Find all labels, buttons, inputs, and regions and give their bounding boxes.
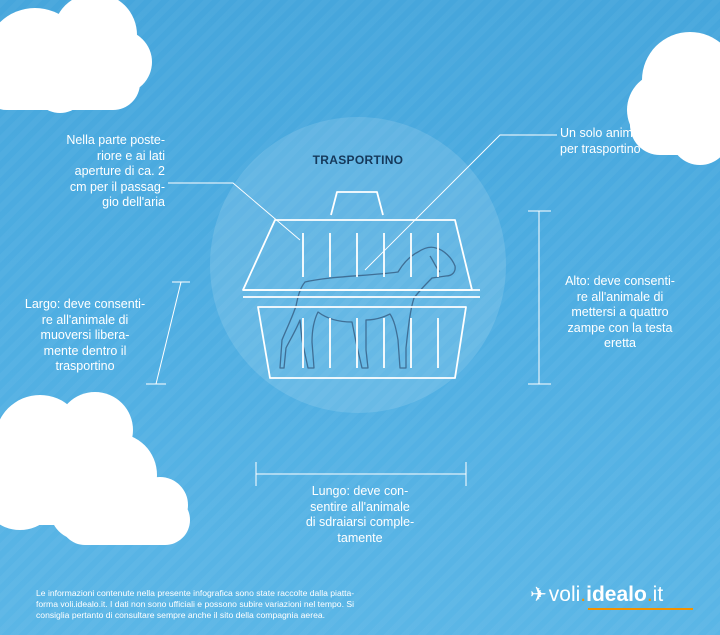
- label-largo: Largo: deve consenti- re all'animale di …: [24, 297, 146, 373]
- carrier-bottom: [257, 306, 467, 379]
- dog-silhouette: [279, 246, 456, 369]
- cloud-top-left: [0, 0, 152, 113]
- label-solo-animale: Un solo animale per trasportino: [560, 126, 650, 156]
- logo-dot-1: .: [580, 583, 587, 606]
- airplane-icon: ✈: [530, 584, 547, 606]
- dimension-markers: [146, 210, 551, 486]
- carrier-bars: [302, 233, 439, 368]
- footer-disclaimer: Le informazioni contenute nella presente…: [36, 588, 355, 620]
- marker-alto: [528, 210, 551, 385]
- logo: ✈voli.idealo.it: [530, 583, 700, 611]
- marker-lungo: [255, 462, 467, 486]
- cloud-bottom-left-2: [50, 433, 190, 545]
- carrier-outline: [242, 191, 480, 379]
- carrier-handle: [330, 191, 384, 216]
- logo-brand: idealo: [586, 583, 647, 606]
- cloud-top-right: [627, 32, 720, 165]
- pointer-lines: [168, 134, 557, 271]
- pointer-aperture: [168, 182, 301, 241]
- logo-prefix: voli: [548, 583, 581, 606]
- pointer-solo-animale: [364, 134, 557, 271]
- label-lungo: Lungo: deve con- sentire all'animale di …: [305, 484, 415, 545]
- marker-largo: [146, 281, 190, 385]
- label-alto: Alto: deve consenti- re all'animale di m…: [565, 274, 675, 350]
- diagram-title: TRASPORTINO: [312, 153, 404, 167]
- label-aperture: Nella parte poste- riore e ai lati apert…: [66, 133, 165, 209]
- logo-suffix: it: [652, 583, 664, 606]
- logo-underline: [588, 608, 693, 610]
- logo-dot-2: .: [646, 583, 653, 606]
